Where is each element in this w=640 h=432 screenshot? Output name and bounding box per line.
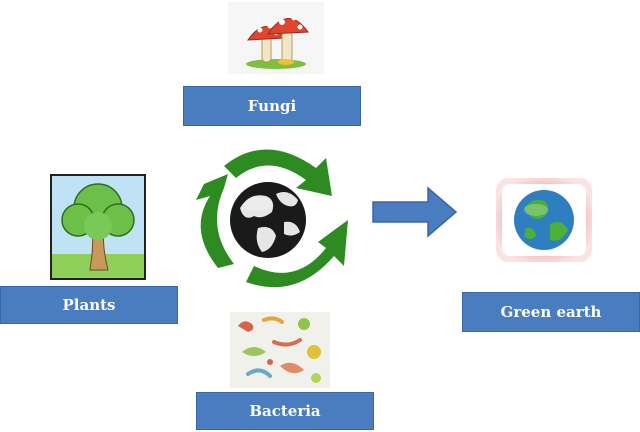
tree-icon [50,174,146,280]
bacteria-icon [230,312,330,388]
right-arrow-icon [372,186,458,238]
green-earth-label: Green earth [462,292,640,332]
recycle-arrows-icon [184,138,350,300]
globe-icon [230,182,306,258]
mushroom-icon [228,2,324,74]
bacteria-label: Bacteria [196,392,374,430]
fungi-label: Fungi [183,86,361,126]
plants-label: Plants [0,286,178,324]
earth-icon [496,178,592,262]
